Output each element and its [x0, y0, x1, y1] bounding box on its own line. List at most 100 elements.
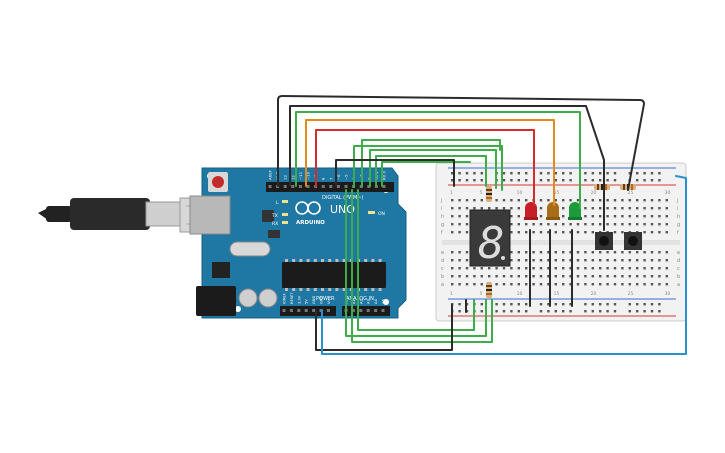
power-jack[interactable] — [196, 286, 236, 316]
breadboard-hole[interactable] — [451, 215, 454, 218]
breadboard-hole[interactable] — [539, 223, 543, 226]
breadboard-hole[interactable] — [628, 215, 631, 218]
rail-hole[interactable] — [554, 310, 557, 313]
resistor[interactable] — [486, 282, 492, 298]
breadboard-hole[interactable] — [458, 267, 461, 270]
digital-pin-hole[interactable] — [306, 185, 310, 188]
breadboard-hole[interactable] — [628, 275, 631, 278]
rail-hole[interactable] — [606, 179, 609, 182]
rail-hole[interactable] — [569, 172, 572, 175]
power-pin-hole[interactable] — [289, 309, 293, 312]
breadboard-hole[interactable] — [451, 207, 454, 210]
breadboard-hole[interactable] — [473, 199, 476, 202]
breadboard-hole[interactable] — [658, 231, 661, 234]
digital-pin-hole[interactable] — [298, 185, 302, 188]
breadboard-hole[interactable] — [562, 215, 565, 218]
breadboard-hole[interactable] — [539, 231, 543, 234]
rail-hole[interactable] — [495, 303, 498, 306]
rail-hole[interactable] — [458, 310, 461, 313]
breadboard-hole[interactable] — [650, 283, 654, 286]
breadboard-hole[interactable] — [562, 199, 565, 202]
breadboard-hole[interactable] — [532, 283, 535, 286]
breadboard-hole[interactable] — [510, 215, 513, 218]
breadboard-hole[interactable] — [554, 223, 557, 226]
breadboard-hole[interactable] — [599, 283, 602, 286]
rail-hole[interactable] — [451, 179, 454, 182]
breadboard-hole[interactable] — [510, 259, 513, 262]
breadboard-hole[interactable] — [628, 251, 631, 254]
rail-hole[interactable] — [525, 179, 528, 182]
breadboard-hole[interactable] — [458, 251, 461, 254]
breadboard-hole[interactable] — [473, 283, 476, 286]
rail-hole[interactable] — [480, 172, 483, 175]
breadboard-hole[interactable] — [569, 275, 572, 278]
breadboard-hole[interactable] — [658, 207, 661, 210]
breadboard-hole[interactable] — [606, 283, 609, 286]
breadboard-hole[interactable] — [576, 231, 580, 234]
rail-hole[interactable] — [539, 303, 543, 306]
breadboard-hole[interactable] — [628, 199, 631, 202]
breadboard-hole[interactable] — [636, 275, 639, 278]
rail-hole[interactable] — [658, 172, 661, 175]
rail-hole[interactable] — [643, 310, 646, 313]
rail-hole[interactable] — [562, 310, 565, 313]
breadboard-hole[interactable] — [621, 207, 624, 210]
breadboard-hole[interactable] — [465, 223, 469, 226]
rail-hole[interactable] — [502, 179, 506, 182]
breadboard-hole[interactable] — [547, 275, 550, 278]
breadboard-hole[interactable] — [539, 259, 543, 262]
rail-hole[interactable] — [480, 179, 483, 182]
breadboard-hole[interactable] — [517, 207, 520, 210]
breadboard-hole[interactable] — [621, 251, 624, 254]
breadboard-hole[interactable] — [569, 259, 572, 262]
rail-hole[interactable] — [480, 310, 483, 313]
breadboard-hole[interactable] — [650, 259, 654, 262]
breadboard-hole[interactable] — [576, 259, 580, 262]
breadboard-hole[interactable] — [547, 267, 550, 270]
breadboard-hole[interactable] — [658, 251, 661, 254]
breadboard-hole[interactable] — [591, 231, 594, 234]
breadboard-hole[interactable] — [547, 223, 550, 226]
rail-hole[interactable] — [562, 179, 565, 182]
breadboard-hole[interactable] — [517, 283, 520, 286]
breadboard-hole[interactable] — [643, 283, 646, 286]
rail-hole[interactable] — [569, 303, 572, 306]
rail-hole[interactable] — [451, 172, 454, 175]
breadboard-hole[interactable] — [480, 283, 483, 286]
breadboard-hole[interactable] — [599, 223, 602, 226]
rail-hole[interactable] — [613, 179, 617, 182]
breadboard-hole[interactable] — [606, 251, 609, 254]
breadboard-hole[interactable] — [451, 251, 454, 254]
breadboard-hole[interactable] — [665, 199, 668, 202]
breadboard-hole[interactable] — [532, 231, 535, 234]
breadboard-hole[interactable] — [458, 207, 461, 210]
breadboard-hole[interactable] — [658, 223, 661, 226]
breadboard-hole[interactable] — [636, 223, 639, 226]
breadboard-hole[interactable] — [591, 207, 594, 210]
rail-hole[interactable] — [628, 310, 631, 313]
breadboard-hole[interactable] — [554, 283, 557, 286]
breadboard-hole[interactable] — [650, 275, 654, 278]
breadboard-hole[interactable] — [465, 251, 469, 254]
breadboard-hole[interactable] — [636, 251, 639, 254]
breadboard-hole[interactable] — [510, 231, 513, 234]
digital-pin-hole[interactable] — [329, 185, 333, 188]
analog-pin-hole[interactable] — [381, 309, 385, 312]
breadboard-hole[interactable] — [465, 199, 469, 202]
breadboard-hole[interactable] — [576, 251, 580, 254]
breadboard-hole[interactable] — [621, 283, 624, 286]
breadboard-hole[interactable] — [525, 275, 528, 278]
breadboard-hole[interactable] — [569, 231, 572, 234]
rail-hole[interactable] — [495, 310, 498, 313]
breadboard-hole[interactable] — [465, 259, 469, 262]
rail-hole[interactable] — [510, 172, 513, 175]
breadboard-hole[interactable] — [599, 215, 602, 218]
breadboard-hole[interactable] — [554, 199, 557, 202]
breadboard-hole[interactable] — [599, 207, 602, 210]
rail-hole[interactable] — [599, 172, 602, 175]
breadboard-hole[interactable] — [517, 251, 520, 254]
rail-hole[interactable] — [636, 303, 639, 306]
breadboard-hole[interactable] — [502, 207, 506, 210]
breadboard-hole[interactable] — [517, 215, 520, 218]
breadboard-hole[interactable] — [510, 207, 513, 210]
